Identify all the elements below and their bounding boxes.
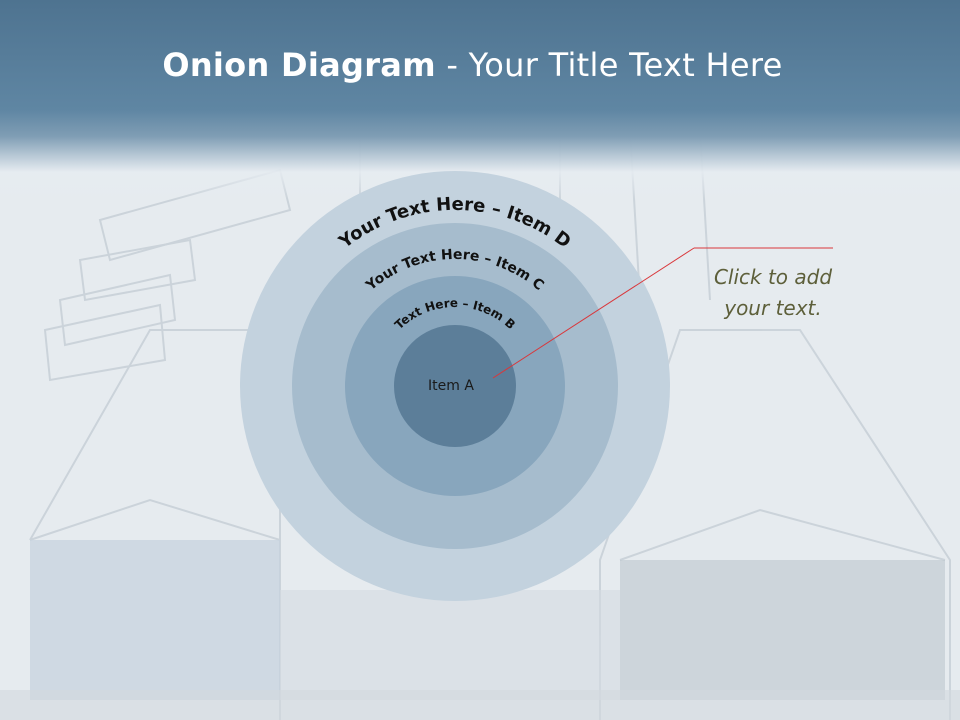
onion-ring-a[interactable] [394,325,516,447]
onion-label-a[interactable]: Item A [428,378,474,394]
callout-line [492,247,695,379]
callout-note-text[interactable]: Click to add your text. [713,265,833,320]
slide-title-bold: Onion Diagram [162,46,436,84]
slide-title[interactable]: Onion Diagram - Your Title Text Here [0,46,945,84]
slide-title-rest: - Your Title Text Here [435,46,783,84]
title-band [0,0,960,200]
